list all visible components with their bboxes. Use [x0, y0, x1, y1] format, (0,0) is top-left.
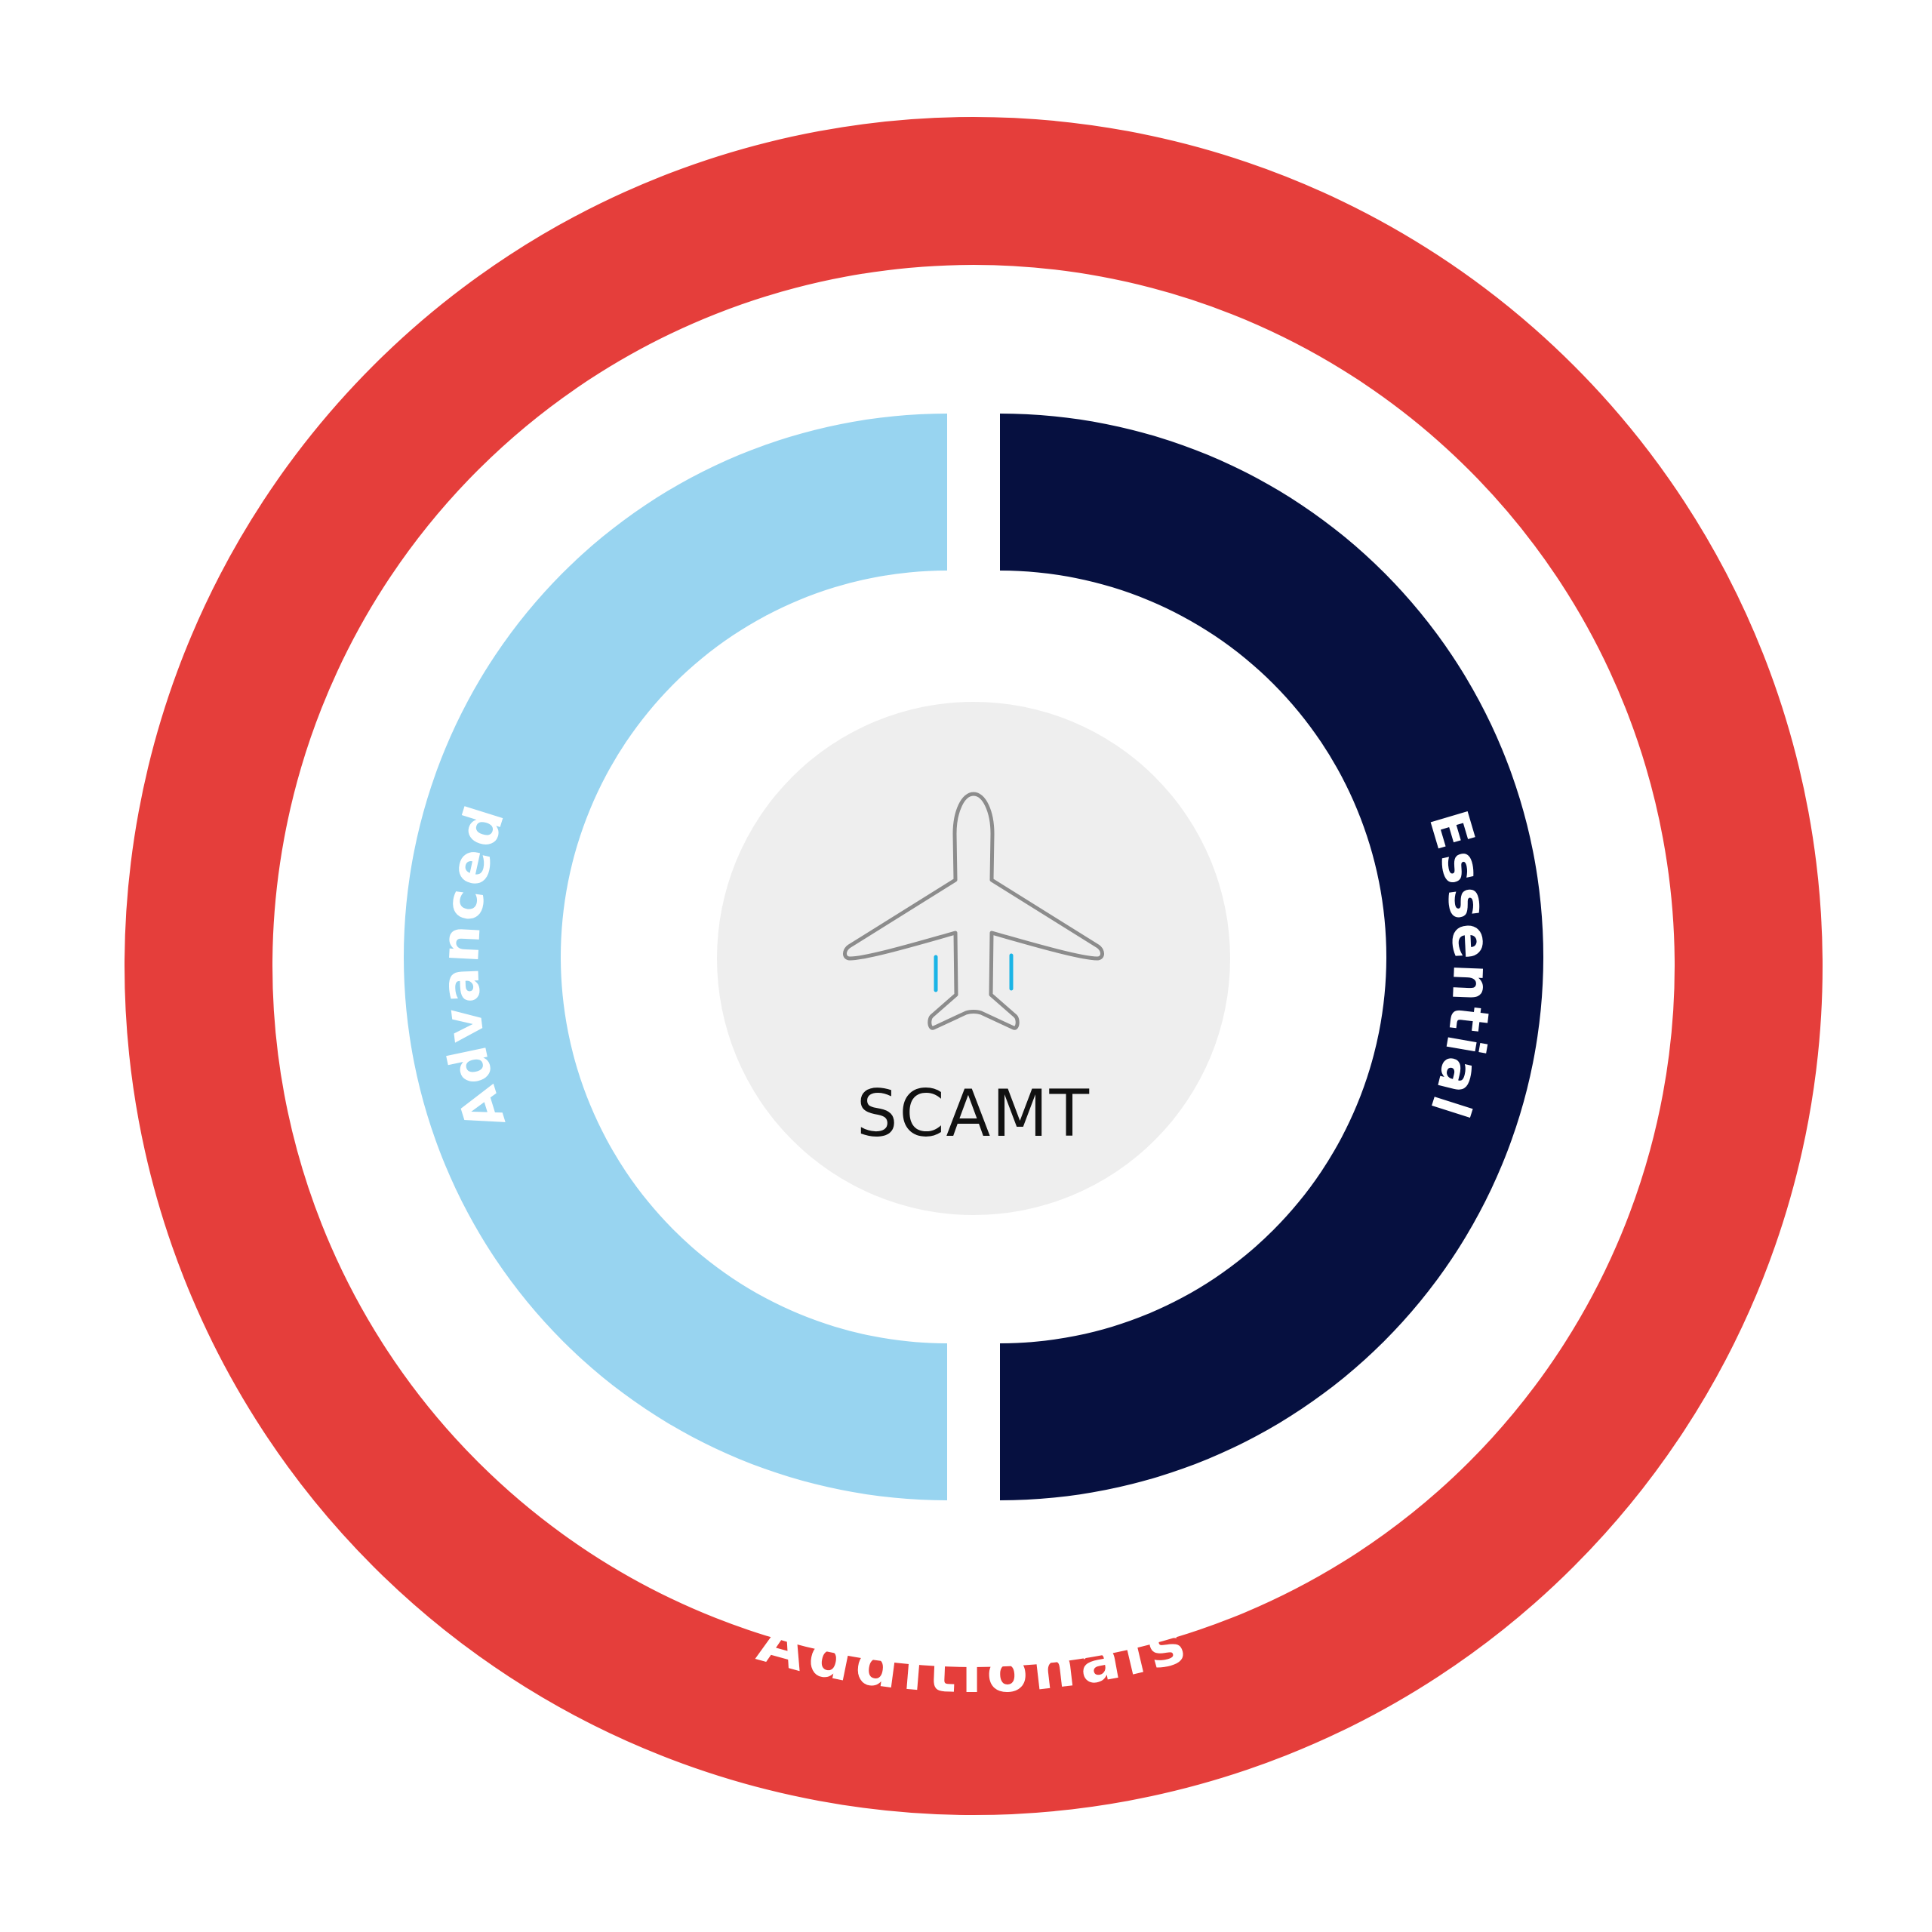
- outer-ring: [125, 117, 1823, 1815]
- advanced-arc: [404, 414, 947, 1500]
- center-label: SCAMT: [857, 1076, 1091, 1152]
- center-disc: [717, 702, 1230, 1215]
- essential-arc: [1000, 414, 1543, 1500]
- airplane-icon: [843, 792, 1104, 1030]
